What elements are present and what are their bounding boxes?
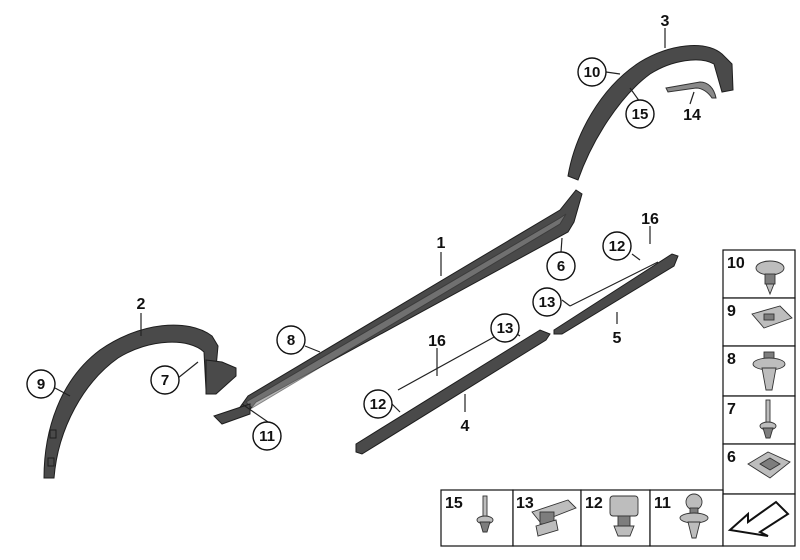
arrow-icon xyxy=(727,500,790,537)
callout-2: 2 xyxy=(137,296,146,313)
callout-12-b: 12 xyxy=(602,231,632,261)
legend-label-7: 7 xyxy=(727,401,736,418)
rear-wheel-arch-trim xyxy=(567,45,734,181)
lower-trim-strip-front xyxy=(355,329,551,455)
front-wheel-arch-trim xyxy=(43,324,219,479)
callout-7: 7 xyxy=(150,365,180,395)
svg-text:10: 10 xyxy=(584,64,601,81)
callout-16-b: 16 xyxy=(641,211,659,228)
callout-9: 9 xyxy=(26,369,56,399)
clip-6-icon xyxy=(747,451,791,479)
clip-9-icon xyxy=(751,305,793,329)
clip-8-icon xyxy=(752,351,786,391)
legend-label-15: 15 xyxy=(445,495,463,512)
svg-text:15: 15 xyxy=(632,106,649,123)
callout-13-a: 13 xyxy=(490,313,520,343)
legend-label-9: 9 xyxy=(727,303,736,320)
callout-4: 4 xyxy=(461,418,470,435)
svg-text:12: 12 xyxy=(370,396,387,413)
svg-text:9: 9 xyxy=(37,376,45,393)
callout-13-b: 13 xyxy=(532,287,562,317)
svg-text:12: 12 xyxy=(609,238,626,255)
callout-11: 11 xyxy=(252,421,282,451)
clip-12-icon xyxy=(609,495,639,537)
side-sill-main xyxy=(213,189,583,425)
legend-label-10: 10 xyxy=(727,255,745,272)
arch-strip-part xyxy=(665,81,717,99)
callout-10: 10 xyxy=(577,57,607,87)
legend-label-13: 13 xyxy=(516,495,534,512)
callout-1: 1 xyxy=(437,235,446,252)
svg-text:13: 13 xyxy=(497,320,514,337)
arch-bracket xyxy=(205,359,237,395)
clip-15-icon xyxy=(476,495,494,533)
svg-text:7: 7 xyxy=(161,372,169,389)
clip-7-icon xyxy=(759,399,777,439)
svg-text:13: 13 xyxy=(539,294,556,311)
callout-14: 14 xyxy=(683,107,701,124)
legend-label-8: 8 xyxy=(727,351,736,368)
svg-text:8: 8 xyxy=(287,332,295,349)
svg-text:11: 11 xyxy=(259,428,275,445)
svg-text:6: 6 xyxy=(557,258,565,275)
legend-label-12: 12 xyxy=(585,495,603,512)
callout-15: 15 xyxy=(625,99,655,129)
callout-12-a: 12 xyxy=(363,389,393,419)
clip-10-icon xyxy=(755,260,785,296)
legend-label-6: 6 xyxy=(727,449,736,466)
legend-bottom-row: 15 13 12 11 xyxy=(440,489,796,547)
lower-trim-strip-rear xyxy=(553,253,679,335)
legend-side-column: 10 9 8 7 6 xyxy=(722,249,796,495)
callout-5: 5 xyxy=(613,330,622,347)
callout-16-a: 16 xyxy=(428,333,446,350)
clip-11-icon xyxy=(679,493,709,539)
clip-13-icon xyxy=(531,499,577,537)
callout-3: 3 xyxy=(661,13,670,30)
legend-label-11: 11 xyxy=(654,495,671,512)
callout-6: 6 xyxy=(546,251,576,281)
callout-8: 8 xyxy=(276,325,306,355)
